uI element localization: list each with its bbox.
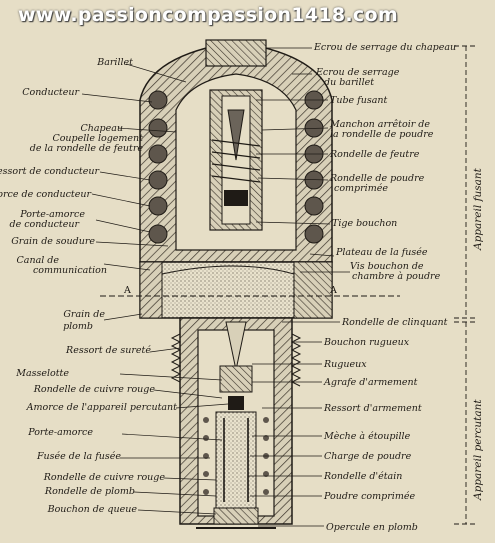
- label-opercule-plomb: Opercule en plomb: [326, 522, 418, 533]
- label-rondelle-poudre-2: Rondelle de poudre: [330, 173, 425, 184]
- label-masselotte: Masselotte: [16, 368, 69, 379]
- label-vis-bouchon: Vis bouchon de: [350, 261, 424, 272]
- label-rondelle-plomb: Rondelle de plomb: [44, 486, 135, 497]
- section-title-percutant: Appareil percutant: [472, 399, 484, 500]
- label-bouchon-rugueux: Bouchon rugueux: [324, 337, 410, 348]
- label-rondelle-poudre: la rondelle de poudre: [330, 129, 434, 140]
- section-marker-a-right: A: [330, 285, 337, 296]
- label-comprimee: comprimée: [334, 183, 388, 194]
- label-canal: Canal de: [16, 255, 59, 266]
- label-barillet: Barillet: [97, 57, 133, 68]
- label-meche-etoupille: Mèche à étoupille: [324, 431, 411, 442]
- label-charge-poudre: Charge de poudre: [324, 451, 412, 462]
- label-communication: communication: [32, 265, 107, 276]
- label-porte-amorce: Porte-amorce: [20, 209, 85, 220]
- section-marker-a-left: A: [124, 285, 131, 296]
- label-chapeau: Chapeau: [80, 123, 123, 134]
- label-grain-soudure: Grain de soudure: [11, 236, 95, 247]
- section-title-fusant: Appareil fusant: [472, 168, 484, 250]
- label-agrafe-armement: Agrafe d'armement: [324, 377, 418, 388]
- watermark-text: www.passioncompassion1418.com: [18, 4, 398, 26]
- label-rondelle-feutre-left: de la rondelle de feutre: [29, 143, 143, 154]
- label-rugueux: Rugueux: [324, 359, 367, 370]
- label-rondelle-feutre-right: Rondelle de feutre: [330, 149, 420, 160]
- label-ressort-armement: Ressort d'armement: [324, 403, 422, 414]
- label-rondelle-etain: Rondelle d'étain: [324, 471, 403, 482]
- label-ressort-conducteur: Ressort de conducteur: [0, 166, 99, 177]
- label-bouchon-queue: Bouchon de queue: [47, 504, 137, 515]
- label-grain-de: Grain de: [63, 309, 105, 320]
- label-tube-fusant: Tube fusant: [330, 95, 388, 106]
- label-plateau-fusee: Plateau de la fusée: [336, 247, 428, 258]
- label-conducteur: Conducteur: [22, 87, 79, 98]
- label-plomb: plomb: [63, 321, 93, 332]
- label-manchon-arretoir: Manchon arrêtoir de: [330, 119, 431, 130]
- label-rondelle-clinquant: Rondelle de clinquant: [342, 317, 448, 328]
- label-ecrou-serrage: Ecrou de serrage: [316, 67, 400, 78]
- label-ressort-surete: Ressort de sureté: [66, 345, 151, 356]
- label-amorce-percutant: Amorce de l'appareil percutant: [26, 402, 177, 413]
- label-ecrou-serrage-chapeau: Ecrou de serrage du chapeau: [314, 42, 457, 53]
- label-porte-amorce-2: Porte-amorce: [28, 427, 93, 438]
- label-tige-bouchon: Tige bouchon: [332, 218, 398, 229]
- label-amorce-conducteur: Amorce de conducteur: [0, 189, 91, 200]
- label-du-barillet: du barillet: [324, 77, 375, 88]
- label-de-conducteur: de conducteur: [9, 219, 79, 230]
- label-chambre-poudre: chambre à poudre: [352, 271, 441, 282]
- label-rondelle-cuivre-1: Rondelle de cuivre rouge: [33, 384, 155, 395]
- label-fusee-de-la-fusee: Fusée de la fusée: [36, 451, 121, 462]
- label-coupelle-logement: Coupelle logement: [52, 133, 143, 144]
- label-rondelle-cuivre-2: Rondelle de cuivre rouge: [43, 472, 165, 483]
- label-poudre-comprimee: Poudre comprimée: [324, 491, 416, 502]
